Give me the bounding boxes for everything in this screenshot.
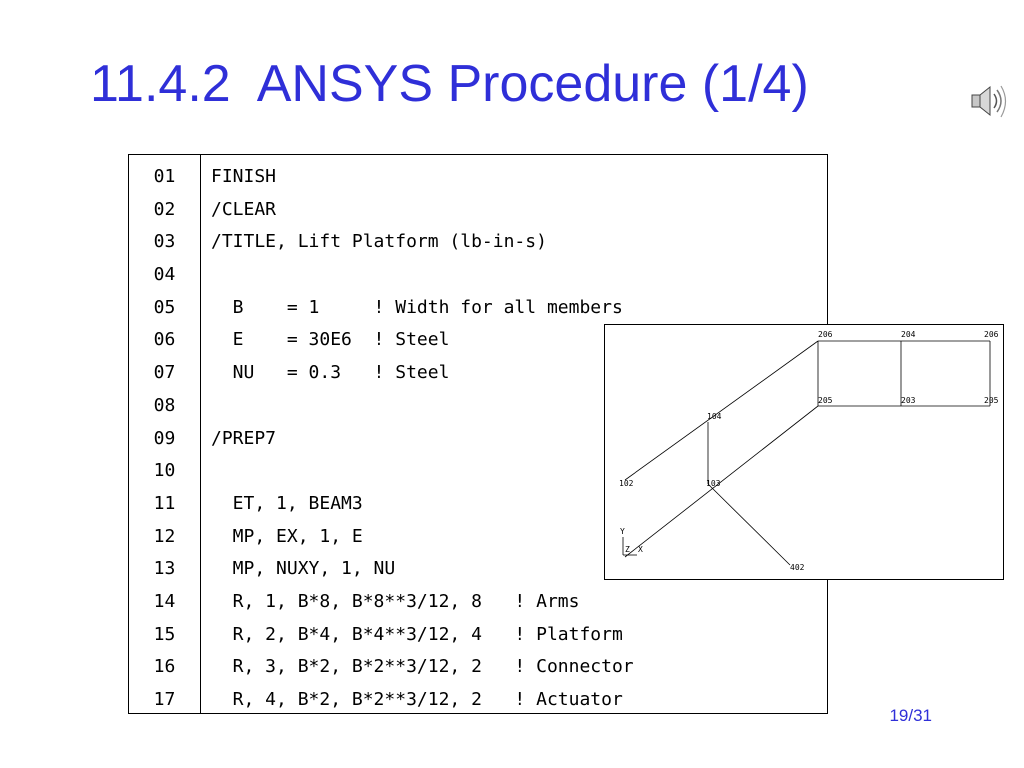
node-label: 402: [790, 563, 805, 572]
line-number: 15: [153, 623, 176, 645]
node-label: 206: [818, 330, 833, 339]
code-line: [211, 455, 634, 488]
node-label: 205: [818, 396, 833, 405]
line-number: 12: [153, 525, 176, 547]
code-line: /TITLE, Lift Platform (lb-in-s): [211, 231, 547, 253]
code-line: R, 2, B*4, B*4**3/12, 4 ! Platform: [211, 623, 623, 645]
node-label: 204: [901, 330, 916, 339]
line-numbers: 01 02 03 04 05 06 07 08 09 10 11 12 13 14 15 16 17: [129, 161, 200, 717]
node-label: 104: [707, 412, 722, 421]
code-line: R, 1, B*8, B*8**3/12, 8 ! Arms: [211, 590, 580, 612]
code-line: MP, EX, 1, E: [211, 525, 363, 547]
code-line: R, 3, B*2, B*2**3/12, 2 ! Connector: [211, 656, 634, 678]
line-number: 09: [153, 427, 176, 449]
page-number: 19/31: [889, 706, 932, 725]
line-number: 08: [153, 394, 176, 416]
axis-label-x: X: [638, 545, 643, 554]
code-line: [211, 259, 634, 292]
code-line: /PREP7: [211, 427, 277, 449]
speaker-icon[interactable]: [968, 82, 1010, 122]
line-number: 01: [153, 166, 176, 187]
code-line: MP, NUXY, 1, NU: [211, 558, 396, 580]
line-number: 10: [153, 460, 176, 482]
slide-title: 11.4.2 ANSYS Procedure (1/4): [90, 55, 809, 113]
code-line: B = 1 ! Width for all members: [211, 296, 623, 318]
line-number: 06: [153, 329, 176, 351]
ansys-model-figure: 206 204 206 205 203 205 104 102 103 402 …: [604, 324, 1004, 580]
code-line: /CLEAR: [211, 198, 277, 220]
line-number: 11: [153, 492, 176, 514]
line-number: 04: [153, 264, 176, 286]
line-number: 13: [153, 558, 176, 580]
line-number: 07: [153, 362, 176, 384]
code-line: E = 30E6 ! Steel: [211, 329, 450, 351]
axis-label-z: Z: [625, 545, 630, 554]
code-line: R, 4, B*2, B*2**3/12, 2 ! Actuator: [211, 689, 623, 710]
line-number: 16: [153, 656, 176, 678]
node-label: 103: [706, 479, 721, 488]
node-label: 203: [901, 396, 916, 405]
node-label: 102: [619, 479, 634, 488]
code-line: [211, 390, 634, 423]
line-number: 03: [153, 231, 176, 253]
line-number: 02: [153, 198, 176, 220]
code-line: FINISH: [211, 166, 277, 187]
node-label: 206: [984, 330, 999, 339]
line-number: 14: [153, 590, 176, 612]
line-number: 05: [153, 296, 176, 318]
line-number-divider: [200, 155, 201, 713]
node-label: 205: [984, 396, 999, 405]
code-line: NU = 0.3 ! Steel: [211, 362, 450, 384]
code-listing: 01 02 03 04 05 06 07 08 09 10 11 12 13 14 15 16 17 FINIS…: [128, 154, 828, 714]
line-number: 17: [153, 689, 176, 710]
axis-label-y: Y: [620, 527, 625, 536]
code-lines: FINISH/CLEAR/TITLE, Lift Platform (lb-in…: [211, 161, 634, 717]
code-line: ET, 1, BEAM3: [211, 492, 363, 514]
